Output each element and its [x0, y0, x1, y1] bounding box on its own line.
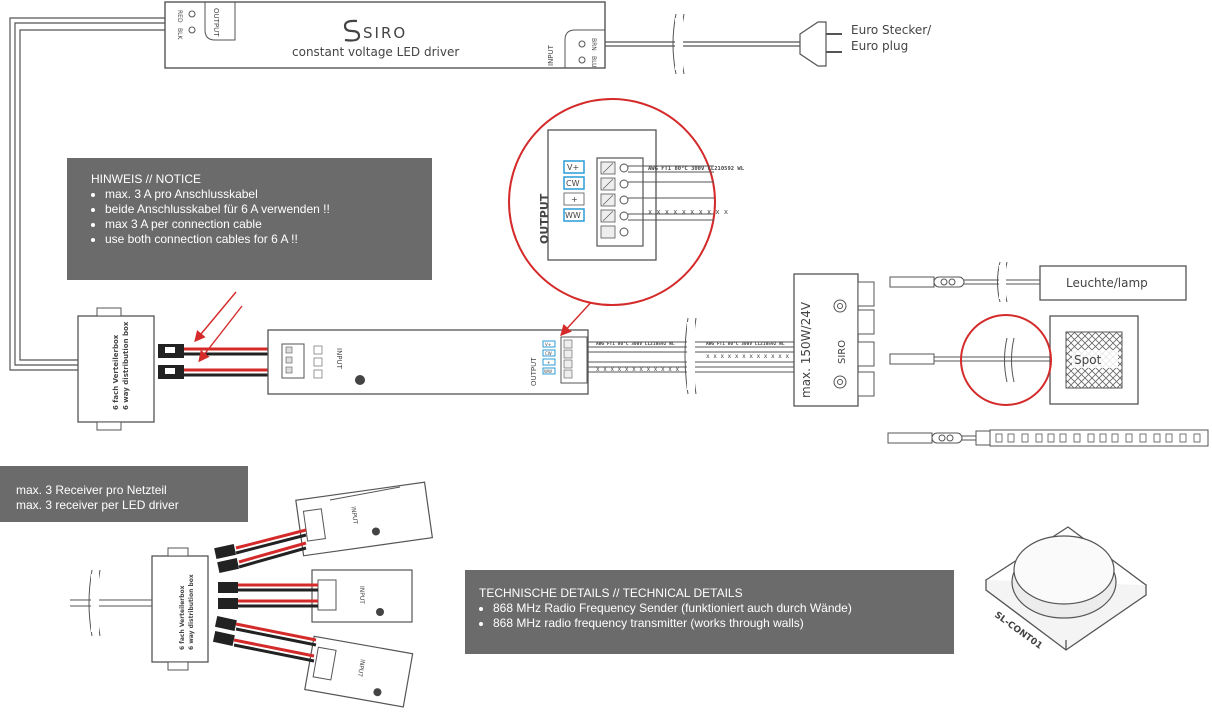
tech-item: 868 MHz radio frequency transmitter (wor…: [493, 616, 954, 631]
distribution-small-label-de: 6 fach Verteilerbox: [179, 585, 186, 650]
notice-box: HINWEIS // NOTICE max. 3 A pro Anschluss…: [67, 158, 432, 280]
receiver-a-input-label: INPUT: [349, 506, 358, 525]
zoom-terminal-plus-label: +: [571, 195, 578, 204]
receiver-b-input-label: INPUT: [358, 586, 365, 604]
psu-brand: SIRO: [837, 340, 848, 364]
zoom-terminal-vplus-label: V+: [567, 163, 579, 172]
terminal-ww-label: WW: [544, 369, 552, 374]
receiver-cross-text: x x x x x x x x x x x x: [596, 366, 679, 373]
receiver-cross-text-2: x x x x x x x x x x x x: [706, 353, 789, 360]
wire-red-label: RED: [176, 10, 183, 23]
lamp-label: Leuchte/lamp: [1066, 276, 1148, 290]
wire-black-label: BLK: [176, 28, 183, 40]
notice-item: use both connection cables for 6 A !!: [105, 232, 432, 247]
receiver-cable-text-2: AWG FT1 80°C 300V LL210592 WL: [706, 341, 785, 347]
receiver-output-label: OUTPUT: [530, 357, 538, 386]
terminal-cw-label: CW: [545, 351, 552, 356]
terminal-vplus-label: V+: [545, 342, 551, 347]
tech-heading: TECHNISCHE DETAILS // TECHNICAL DETAILS: [479, 586, 743, 600]
notice-item: max 3 A per connection cable: [105, 217, 432, 232]
siro-logo-icon: [343, 19, 361, 42]
multi-receiver-diagram: 6 fach Verteilerbox 6 way distribution b…: [70, 481, 434, 708]
zoom-output-label: OUTPUT: [538, 193, 551, 244]
receiver-input-label: INPUT: [335, 348, 343, 370]
psu-rating: max. 150W/24V: [799, 301, 813, 398]
plug-label-en: Euro plug: [851, 39, 908, 53]
terminal-plus: [542, 358, 556, 366]
terminal-plus-label: +: [547, 360, 550, 365]
distribution-label-de: 6 fach Verteilerbox: [112, 334, 120, 410]
wire-brown-label: BRN: [590, 38, 597, 51]
driver-output-label: OUTPUT: [212, 8, 220, 37]
euro-plug: Euro Stecker/ Euro plug: [605, 13, 932, 75]
zoom-terminal-ww-label: WW: [565, 211, 581, 220]
zoom-terminal-cw: [563, 176, 585, 190]
lamp-output: Leuchte/lamp: [889, 261, 1187, 303]
receiver-led: [355, 375, 365, 385]
spot-output: Spot: [889, 314, 1139, 406]
receiver-main: INPUT OUTPUT V+ CW + WW AWG FT1 80°C 300…: [267, 297, 794, 395]
notice-item: max. 3 A pro Anschlusskabel: [105, 187, 432, 202]
zoom-cable-text: AWG FT1 80°C 300V LL210592 WL: [648, 166, 745, 172]
receiver-c-input-label: INPUT: [356, 658, 366, 677]
led-strip-output: [887, 429, 1209, 447]
notice-heading: HINWEIS // NOTICE: [91, 172, 202, 186]
receivers-note-box: max. 3 Receiver pro Netzteil max. 3 rece…: [0, 466, 248, 522]
remote-sl-cont01: SL-CONT01: [984, 526, 1148, 652]
distribution-label-en: 6 way distribution box: [122, 321, 130, 410]
notice-item: beide Anschlusskabel für 6 A verwenden !…: [105, 202, 432, 217]
technical-details-box: TECHNISCHE DETAILS // TECHNICAL DETAILS …: [465, 570, 954, 654]
plug-label-de: Euro Stecker/: [851, 23, 932, 37]
zoom-cross-text: x x x x x x x x x x: [648, 208, 728, 216]
tech-item: 868 MHz Radio Frequency Sender (funktion…: [493, 601, 954, 616]
led-driver: RED BLK OUTPUT INPUT BRN BLU SIRO consta…: [9, 1, 606, 371]
receiver-cable-text: AWG FT1 80°C 300V LL210592 WL: [596, 341, 675, 347]
terminal-ww: [542, 367, 556, 375]
wire-blue-label: BLU: [590, 56, 597, 68]
spot-label: Spot: [1074, 353, 1102, 367]
zoom-terminal-vplus: [563, 160, 585, 174]
zoom-terminal-ww: [563, 208, 585, 222]
distribution-box: 6 fach Verteilerbox 6 way distribution b…: [77, 291, 282, 431]
terminal-vplus: [542, 340, 556, 348]
driver-brand: SIRO: [363, 24, 407, 42]
driver-subtitle: constant voltage LED driver: [292, 45, 459, 59]
receivers-note-en: max. 3 receiver per LED driver: [16, 498, 179, 512]
zoom-terminal-cw-label: CW: [566, 179, 580, 188]
terminal-cw: [542, 349, 556, 357]
zoom-terminal-plus: [563, 192, 585, 206]
driver-input-label: INPUT: [547, 44, 555, 66]
distribution-small-label-en: 6 way distribution box: [188, 574, 195, 650]
receivers-note-de: max. 3 Receiver pro Netzteil: [16, 483, 167, 497]
output-zoom-detail: OUTPUT V+ CW + WW AWG FT1 80°C 300V LL21…: [508, 98, 745, 306]
siro-hub: max. 150W/24V SIRO: [793, 273, 875, 407]
